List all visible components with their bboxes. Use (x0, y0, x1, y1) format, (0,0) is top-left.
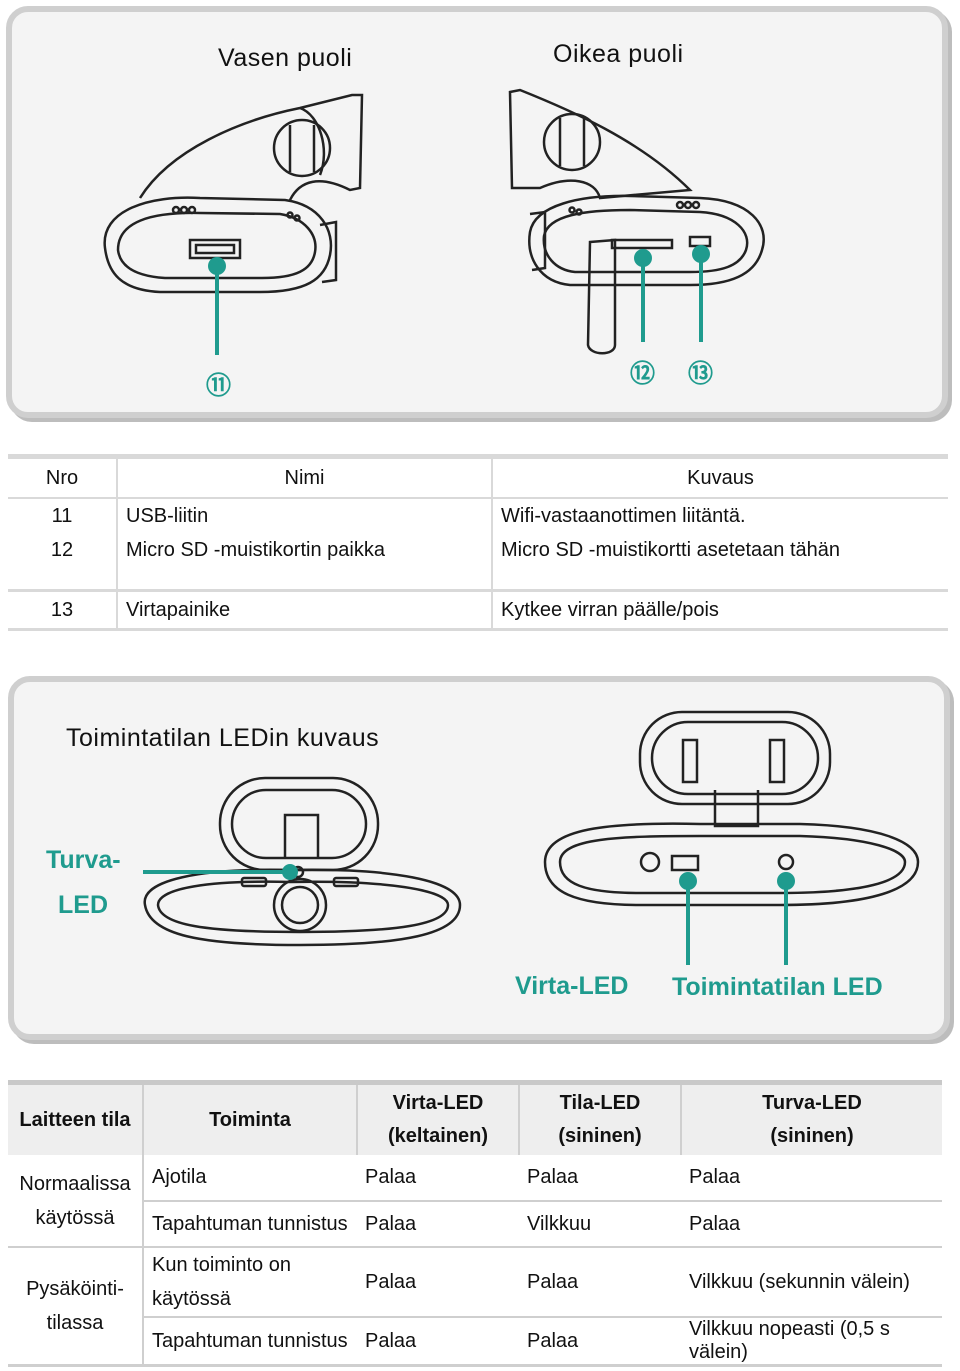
parts-table-header: Nro Nimi Kuvaus (8, 454, 948, 499)
virta-led-label: Virta-LED (515, 972, 629, 1000)
table-row: Tapahtuman tunnistus Palaa Vilkkuu Palaa (8, 1200, 942, 1247)
state-cell: Normaalissa käytössä (19, 1172, 131, 1229)
row-nro: 12 (50, 539, 74, 561)
virta-cell: Palaa (357, 1316, 519, 1367)
callout-12: ⑫ (630, 360, 656, 388)
turva-led-label-line1: Turva- (46, 846, 121, 874)
header-action: Toiminta (142, 1080, 357, 1155)
tila-cell: Vilkkuu (519, 1200, 681, 1247)
header-state: Laitteen tila (8, 1080, 143, 1155)
virta-cell: Palaa (357, 1246, 519, 1317)
led-illustration (143, 710, 920, 965)
led-status-table: Laitteen tila Toiminta Virta-LED (keltai… (8, 1080, 942, 1367)
row-kuvaus: Micro SD -muistikortti asetetaan tähän (491, 533, 948, 591)
right-side-title: Oikea puoli (553, 40, 684, 68)
turva-cell: Vilkkuu (sekunnin välein) (681, 1246, 942, 1317)
table-row: Tapahtuman tunnistus Palaa Palaa Vilkkuu… (8, 1316, 942, 1367)
side-view-panel (6, 6, 948, 418)
table-row: 12 Micro SD -muistikortin paikka Micro S… (8, 533, 948, 591)
row-nro: 11 (51, 504, 73, 527)
row-kuvaus: Kytkee virran päälle/pois (491, 589, 948, 631)
header-nimi: Nimi (116, 454, 492, 499)
tila-cell: Palaa (519, 1316, 681, 1367)
parts-table: Nro Nimi Kuvaus 11 USB-liitin Wifi-vasta… (8, 454, 948, 631)
back-device-drawing (543, 710, 920, 907)
table-row: 13 Virtapainike Kytkee virran päälle/poi… (8, 589, 948, 631)
tila-cell: Palaa (519, 1246, 681, 1317)
side-view-illustration (103, 88, 765, 355)
action-cell: Kun toiminto on käytössä (142, 1246, 357, 1317)
action-cell: Tapahtuman tunnistus (142, 1316, 357, 1367)
left-device-drawing (103, 93, 364, 294)
front-device-drawing (143, 776, 462, 947)
virta-cell: Palaa (357, 1200, 519, 1247)
row-nimi: Virtapainike (116, 589, 492, 631)
turva-cell: Palaa (681, 1200, 942, 1247)
action-cell: Ajotila (142, 1155, 357, 1201)
toimintatilan-led-label: Toimintatilan LED (672, 973, 883, 1001)
turva-cell: Palaa (689, 1166, 741, 1188)
table-row: Normaalissa käytössä Ajotila Palaa Palaa… (8, 1155, 942, 1229)
row-kuvaus: Wifi-vastaanottimen liitäntä. (491, 498, 948, 533)
header-tila-led: Tila-LED (sininen) (518, 1080, 681, 1155)
callout-13: ⑬ (688, 360, 714, 388)
header-nro: Nro (8, 454, 117, 499)
row-nro: 13 (8, 589, 117, 631)
table-row: Pysäköinti- tilassa Kun toiminto on käyt… (8, 1246, 942, 1367)
turva-led-label-line2: LED (58, 891, 108, 919)
header-kuvaus: Kuvaus (491, 454, 948, 499)
table-row: 11 USB-liitin Wifi-vastaanottimen liitän… (8, 498, 948, 533)
state-cell: Pysäköinti- tilassa (8, 1246, 143, 1367)
header-virta-led: Virta-LED (keltainen) (356, 1080, 519, 1155)
led-panel-title: Toimintatilan LEDin kuvaus (66, 724, 380, 752)
turva-cell: Vilkkuu nopeasti (0,5 s välein) (681, 1316, 942, 1367)
left-side-title: Vasen puoli (218, 44, 353, 72)
action-cell: Tapahtuman tunnistus (142, 1200, 357, 1247)
virta-cell: Palaa (365, 1166, 417, 1188)
led-table-header: Laitteen tila Toiminta Virta-LED (keltai… (8, 1080, 942, 1155)
row-nimi: Micro SD -muistikortin paikka (116, 533, 492, 591)
header-turva-led: Turva-LED (sininen) (680, 1080, 942, 1155)
callout-11: ⑪ (206, 372, 232, 400)
tila-cell: Palaa (527, 1166, 579, 1188)
row-nimi: USB-liitin (116, 498, 492, 533)
